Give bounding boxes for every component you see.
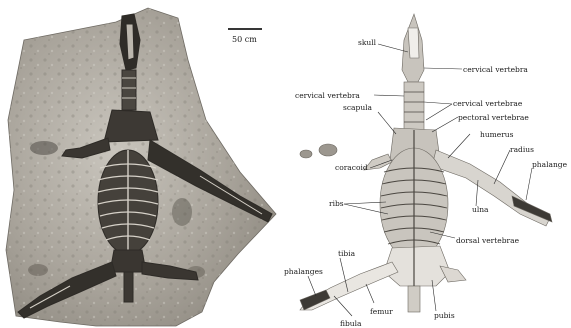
label-radius: radius bbox=[510, 145, 534, 154]
fossil-photograph: 50 cm bbox=[6, 8, 276, 326]
label-femur: femur bbox=[370, 307, 393, 316]
label-coracoid: coracoid bbox=[335, 163, 368, 172]
label-ribs: ribs bbox=[329, 199, 344, 208]
label-humerus: humerus bbox=[480, 130, 514, 139]
label-cervical-vertebra-1: cervical vertebra bbox=[463, 65, 528, 74]
label-pectoral-vertebrae: pectoral vertebrae bbox=[458, 113, 529, 122]
label-scapula: scapula bbox=[343, 103, 373, 112]
label-skull: skull bbox=[358, 38, 377, 47]
label-ulna: ulna bbox=[472, 205, 489, 214]
label-cervical-vertebrae: cervical vertebrae bbox=[453, 99, 523, 108]
label-dorsal-vertebrae: dorsal vertebrae bbox=[456, 236, 520, 245]
scale-bar-label: 50 cm bbox=[232, 35, 257, 44]
label-fibula: fibula bbox=[340, 319, 362, 328]
label-cervical-vertebra-2: cervical vertebra bbox=[295, 91, 360, 100]
skeleton-drawing: skull cervical vertebra cervical vertebr… bbox=[284, 14, 568, 328]
label-phalanges: phalanges bbox=[284, 267, 323, 276]
label-pubis: pubis bbox=[434, 311, 455, 320]
label-phalange: phalange bbox=[532, 160, 568, 169]
label-tibia: tibia bbox=[338, 249, 356, 258]
scale-bar: 50 cm bbox=[228, 29, 262, 44]
